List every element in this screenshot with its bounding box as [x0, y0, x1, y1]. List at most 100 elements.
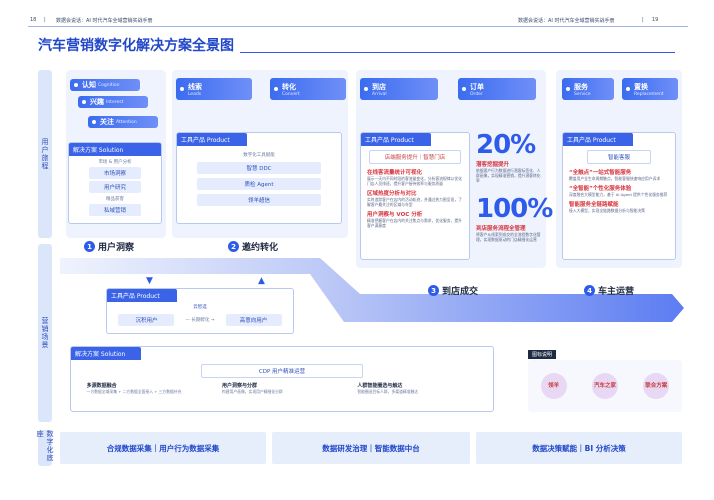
- tool3-s3-desc: 接入大模型，实现全链路数据分析与智能决策: [569, 208, 645, 213]
- stat-value-1: 20%: [476, 130, 536, 160]
- tool1-item-ddc: 智慧 DDC: [197, 162, 321, 174]
- stage-convert-en: Convert: [282, 91, 300, 97]
- base-platform: 数据研发治理｜智能数据中台: [272, 432, 470, 464]
- solution1-item-private: 私域营销: [89, 204, 141, 216]
- tool2-head: 工具产品 Product: [361, 133, 431, 146]
- stage-leads-cn: 线索: [188, 82, 202, 91]
- number-2-icon: 2: [228, 241, 239, 252]
- stage-cognition-en: Cognition: [98, 82, 120, 88]
- stage-attention-en: Attention: [116, 119, 137, 125]
- tool4-banner: 云智选: [193, 305, 207, 310]
- left-header-sep: |: [44, 17, 46, 23]
- solution2-c2-title: 用户洞察与分群: [221, 383, 257, 389]
- stage-interest-cn: 兴趣: [90, 98, 104, 106]
- tool1-sub: 数字化工具赋能: [243, 153, 275, 158]
- tool1-item-chaoxin: 领羊超信: [197, 194, 321, 206]
- tool2-s1-desc: 展示一天内不同时段的客流量变化，分析客流规律以优化门店人员排班，提升客户接待效率…: [367, 176, 462, 186]
- stat-title-1: 潜客挖掘提升: [476, 162, 510, 168]
- solution1-card: 解决方案 Solution 市场 & 用户分析 市场洞察 用户研究 精品获客 私…: [68, 142, 162, 224]
- tool4-left: 沉积用户: [118, 314, 175, 326]
- stage-label-4-text: 车主运营: [598, 287, 635, 297]
- tool2-s2-desc: 实时追踪客户在店内的活动轨迹，并通过热力图呈现，了解客户最关注的区域与车型: [367, 197, 462, 207]
- dot-icon: [274, 87, 278, 91]
- solution2-c2-desc: 构建用户画像，实现用户精细化分群: [221, 389, 283, 394]
- dot-icon: [180, 87, 184, 91]
- stage-replacement-cn: 置换: [634, 82, 648, 91]
- tool2-s3-title: 用户洞察与 VOC 分析: [367, 212, 423, 218]
- solution2-c1-title: 多源数据融合: [86, 383, 117, 389]
- right-header-sep: |: [642, 17, 644, 23]
- solution1-item-market: 市场洞察: [89, 167, 141, 179]
- tool3-head: 工具产品 Product: [563, 133, 633, 146]
- side-label-scenario: 营销场景: [38, 244, 52, 422]
- stage-attention-cn: 关注: [100, 118, 114, 126]
- stage-arrival-cn: 到店: [372, 82, 386, 91]
- tool2-s3-desc: 精准把握客户在店内的关注焦点与需求，优化服务，提升客户满意度: [367, 218, 462, 228]
- tool4-card: 工具产品 Product 云智选 沉积用户 — 长期孵化 → 高意向用户: [106, 288, 294, 334]
- solution1-head: 解决方案 Solution: [69, 143, 161, 156]
- dot-icon: [566, 87, 570, 91]
- solution2-c3-desc: 智能圈选目标人群，多渠道精准触达: [357, 389, 419, 394]
- flow-ribbon: [60, 258, 684, 322]
- dot-icon: [82, 100, 86, 104]
- tool1-head: 工具产品 Product: [177, 133, 247, 146]
- solution2-banner: CDP 用户精准运营: [201, 364, 363, 378]
- number-1-icon: 1: [84, 241, 95, 252]
- solution2-col-2: 用户洞察与分群 构建用户画像，实现用户精细化分群: [222, 382, 342, 394]
- stage-cognition: 认知 Cognition: [70, 79, 140, 91]
- side-label-base: 数字化底座: [36, 430, 54, 466]
- solution1-sub2: 精品获客: [106, 197, 124, 202]
- left-page-number: 18: [30, 17, 37, 23]
- header-rule: [28, 26, 688, 27]
- number-4-icon: 4: [584, 285, 595, 296]
- tool3-s3-title: 智能服务全链路赋能: [569, 202, 619, 208]
- tool4-head: 工具产品 Product: [107, 289, 177, 302]
- stage-attention: 关注 Attention: [88, 116, 158, 128]
- solution2-c3-title: 人群智能圈选与触达: [357, 383, 403, 389]
- legend-item-lingyang: 领羊: [540, 373, 567, 399]
- tool4-right: 高意向用户: [225, 314, 282, 326]
- right-header-title: 数据会说话：AI 时代汽车全域营销实战手册: [518, 18, 615, 24]
- stage-order-cn: 订单: [470, 82, 484, 91]
- base-collection: 合规数据采集｜用户行为数据采集: [60, 432, 266, 464]
- dot-icon: [626, 87, 630, 91]
- base-decision: 数据决策赋能｜BI 分析决策: [476, 432, 682, 464]
- number-3-icon: 3: [428, 285, 439, 296]
- legend-item-autohome: 汽车之家: [591, 373, 618, 399]
- stat-block-2: 100% 到店服务流程全管理 将客户从线索到成交的全流程数字化管理，实现数据驱动…: [476, 194, 553, 242]
- stage-arrival-en: Arrival: [372, 91, 387, 97]
- arrow-up-icon: ▲: [258, 276, 265, 286]
- title-underline: [240, 52, 675, 54]
- dot-icon: [74, 83, 78, 87]
- stat-block-1: 20% 潜客挖掘提升 依据客户行为数据进行潜客标签化、人群画像，实现精准营销，提…: [476, 130, 544, 183]
- stat-desc-1: 依据客户行为数据进行潜客标签化、人群画像，实现精准营销，提升潜客转化率: [476, 168, 541, 183]
- stage-interest: 兴趣 Interest: [78, 96, 148, 108]
- stage-label-1-text: 用户洞察: [98, 243, 135, 253]
- stage-cognition-cn: 认知: [82, 81, 96, 89]
- stage-service-cn: 服务: [574, 82, 588, 91]
- stage-label-3-text: 到店成交: [442, 287, 479, 297]
- tool2-banner: 店端服务提升｜智慧门店: [369, 150, 461, 164]
- stage-leads-en: Leads: [188, 91, 202, 97]
- tool4-mid: — 长期孵化 →: [185, 318, 215, 323]
- stage-convert-cn: 转化: [282, 82, 296, 91]
- stage-label-2-text: 邀约转化: [242, 243, 279, 253]
- left-header-title: 数据会说话：AI 时代汽车全域营销实战手册: [56, 18, 153, 24]
- tool2-s1-title: 在线客流量统计可视化: [367, 170, 423, 176]
- solution2-card: 解决方案 Solution CDP 用户精准运营 多源数据融合 一方数据全域采集…: [70, 346, 494, 412]
- solution2-c1-desc: 一方数据全域采集 + 二方数据全面接入 + 三方数据补充: [86, 389, 182, 394]
- solution1-sub1: 市场 & 用户分析: [98, 160, 132, 165]
- side-label-journey: 用户旅程: [38, 70, 52, 238]
- stage-replacement-en: Replacement: [634, 91, 664, 97]
- solution2-col-3: 人群智能圈选与触达 智能圈选目标人群，多渠道精准触达: [357, 382, 477, 394]
- tool3-s2-desc: 深度融合大模型能力，基于 AI Agent 提供个性化服务推荐: [569, 192, 668, 197]
- stat-title-2: 到店服务流程全管理: [476, 226, 526, 232]
- stage-order-en: Order: [470, 91, 483, 97]
